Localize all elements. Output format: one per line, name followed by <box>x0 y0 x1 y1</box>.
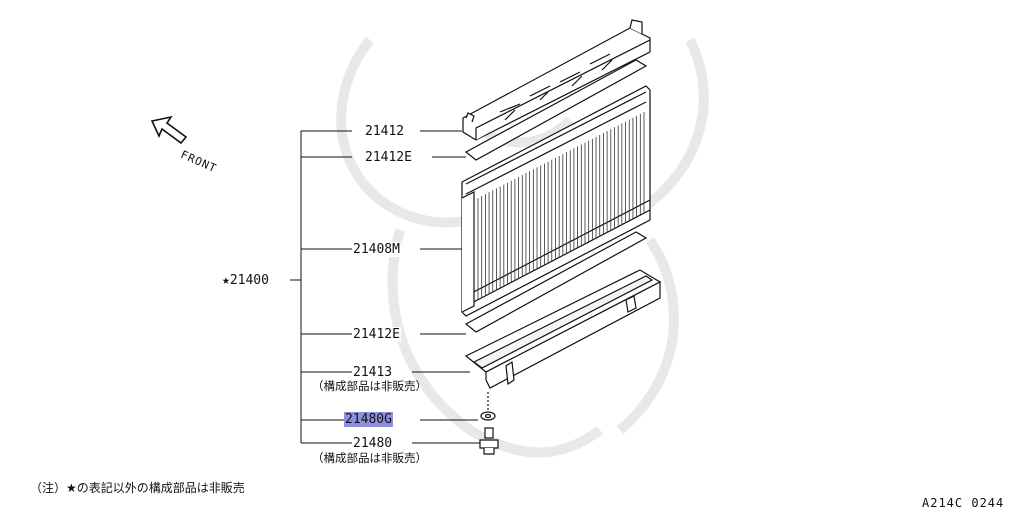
footnote: （注）★の表記以外の構成部品は非販売 <box>30 481 245 495</box>
leader-lines <box>290 130 482 444</box>
radiator-core-part <box>461 85 651 317</box>
callout-21412: 21412 <box>364 124 406 139</box>
callout-21412e-upper: 21412E <box>364 150 413 165</box>
diagram-code: A214C 0244 <box>922 496 1005 510</box>
upper-packing-part <box>464 59 648 161</box>
drain-gasket-part <box>480 392 496 421</box>
callout-21400: ★21400 <box>221 273 270 288</box>
callout-21413: 21413 <box>352 365 394 380</box>
drain-cock-part <box>479 427 499 455</box>
radiator-core-fins <box>477 112 645 300</box>
callout-21480-note: （構成部品は非販売） <box>312 451 427 465</box>
upper-tank-part <box>462 19 651 141</box>
lower-packing-part <box>464 231 648 333</box>
callout-21408m: 21408M <box>352 242 401 257</box>
callout-21480: 21480 <box>352 436 394 451</box>
callout-21480g-highlighted[interactable]: 21480G <box>344 412 393 427</box>
lower-tank-part <box>464 269 662 389</box>
callout-21413-note: （構成部品は非販売） <box>312 379 427 393</box>
callout-21412e-lower: 21412E <box>352 327 401 342</box>
front-arrow-icon <box>150 115 188 145</box>
